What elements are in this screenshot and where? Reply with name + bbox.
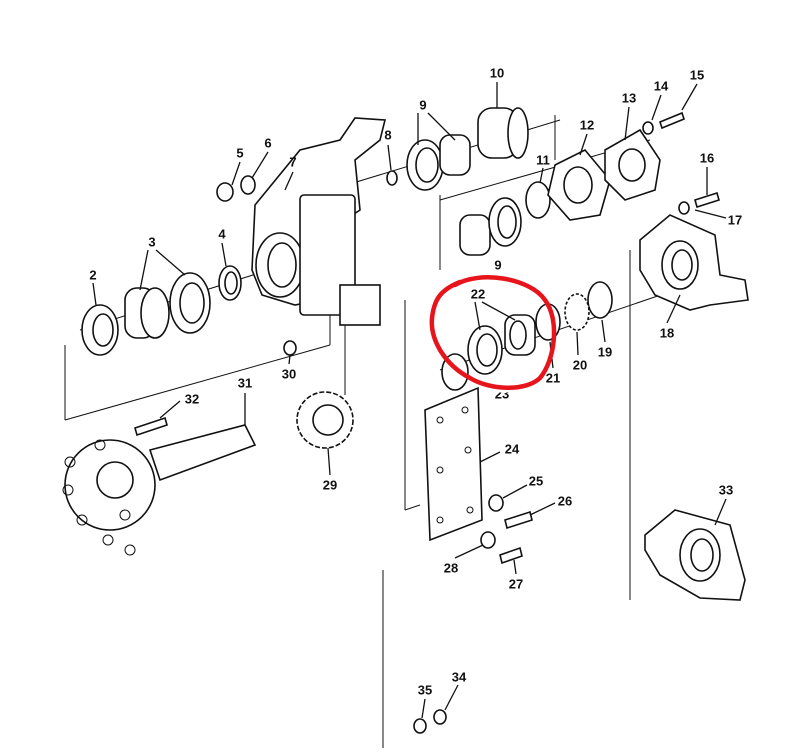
part-12-gasket [547,149,611,221]
callout-11: 11 [536,152,550,168]
part-31-axle-shaft [62,424,257,556]
part-5-6-fitting [216,175,256,202]
parts-25-28-fasteners [480,494,533,565]
callout-9-upper: 9 [419,97,427,113]
part-11-seal [525,181,551,219]
callout-22: 22 [470,286,486,302]
highlight-circle-part-22 [429,275,557,390]
callout-8: 8 [384,127,392,143]
callout-25: 25 [528,473,544,489]
callout-27: 27 [508,576,524,592]
callout-32: 32 [184,391,200,407]
bolts-14-15-16-17 [642,111,720,215]
callout-6: 6 [264,135,272,151]
callout-12: 12 [579,117,595,133]
part-32-bolt [134,416,168,437]
callout-29: 29 [322,477,338,493]
part-7-knuckle-housing [251,117,387,326]
callout-5: 5 [236,145,244,161]
callout-13: 13 [621,90,637,106]
callout-7: 7 [289,154,297,170]
callout-19: 19 [597,344,613,360]
part-33-housing [644,509,746,601]
callout-28: 28 [443,560,459,576]
callout-30: 30 [281,366,297,382]
callout-leaders [92,82,727,719]
part-3-bearing [124,272,211,339]
part-2-seal [81,304,119,356]
callout-31: 31 [237,375,253,391]
part-9-bearing-lower [459,197,522,256]
callout-18: 18 [659,325,675,341]
parts-19-20-21 [535,281,613,341]
callout-21: 21 [545,370,561,386]
callout-23: 23 [494,386,510,402]
callout-2: 2 [89,267,97,283]
callout-9-lower: 9 [494,257,502,273]
callout-14: 14 [653,78,669,94]
callout-17: 17 [727,212,743,228]
callout-35: 35 [417,682,433,698]
part-24-cover-plate [424,386,483,542]
callout-24: 24 [504,441,520,457]
part-9-bearing-upper [406,134,471,191]
part-13-cap [604,128,661,201]
callout-10: 10 [489,65,505,81]
callout-26: 26 [557,493,573,509]
part-10-pinion-gear [477,107,529,159]
callout-4: 4 [218,226,226,242]
part-30-fitting [283,340,297,356]
part-4-ring [218,265,242,301]
parts-34-35-fittings [413,709,447,734]
part-18-housing [639,214,749,311]
part-8-washer [386,170,398,186]
callout-34: 34 [451,669,467,685]
callout-20: 20 [572,357,588,373]
part-29-gear [296,391,354,449]
callout-16: 16 [699,150,715,166]
callout-15: 15 [689,67,705,83]
part-22-bearing [467,314,536,375]
callout-33: 33 [718,482,734,498]
callout-3: 3 [148,234,156,250]
